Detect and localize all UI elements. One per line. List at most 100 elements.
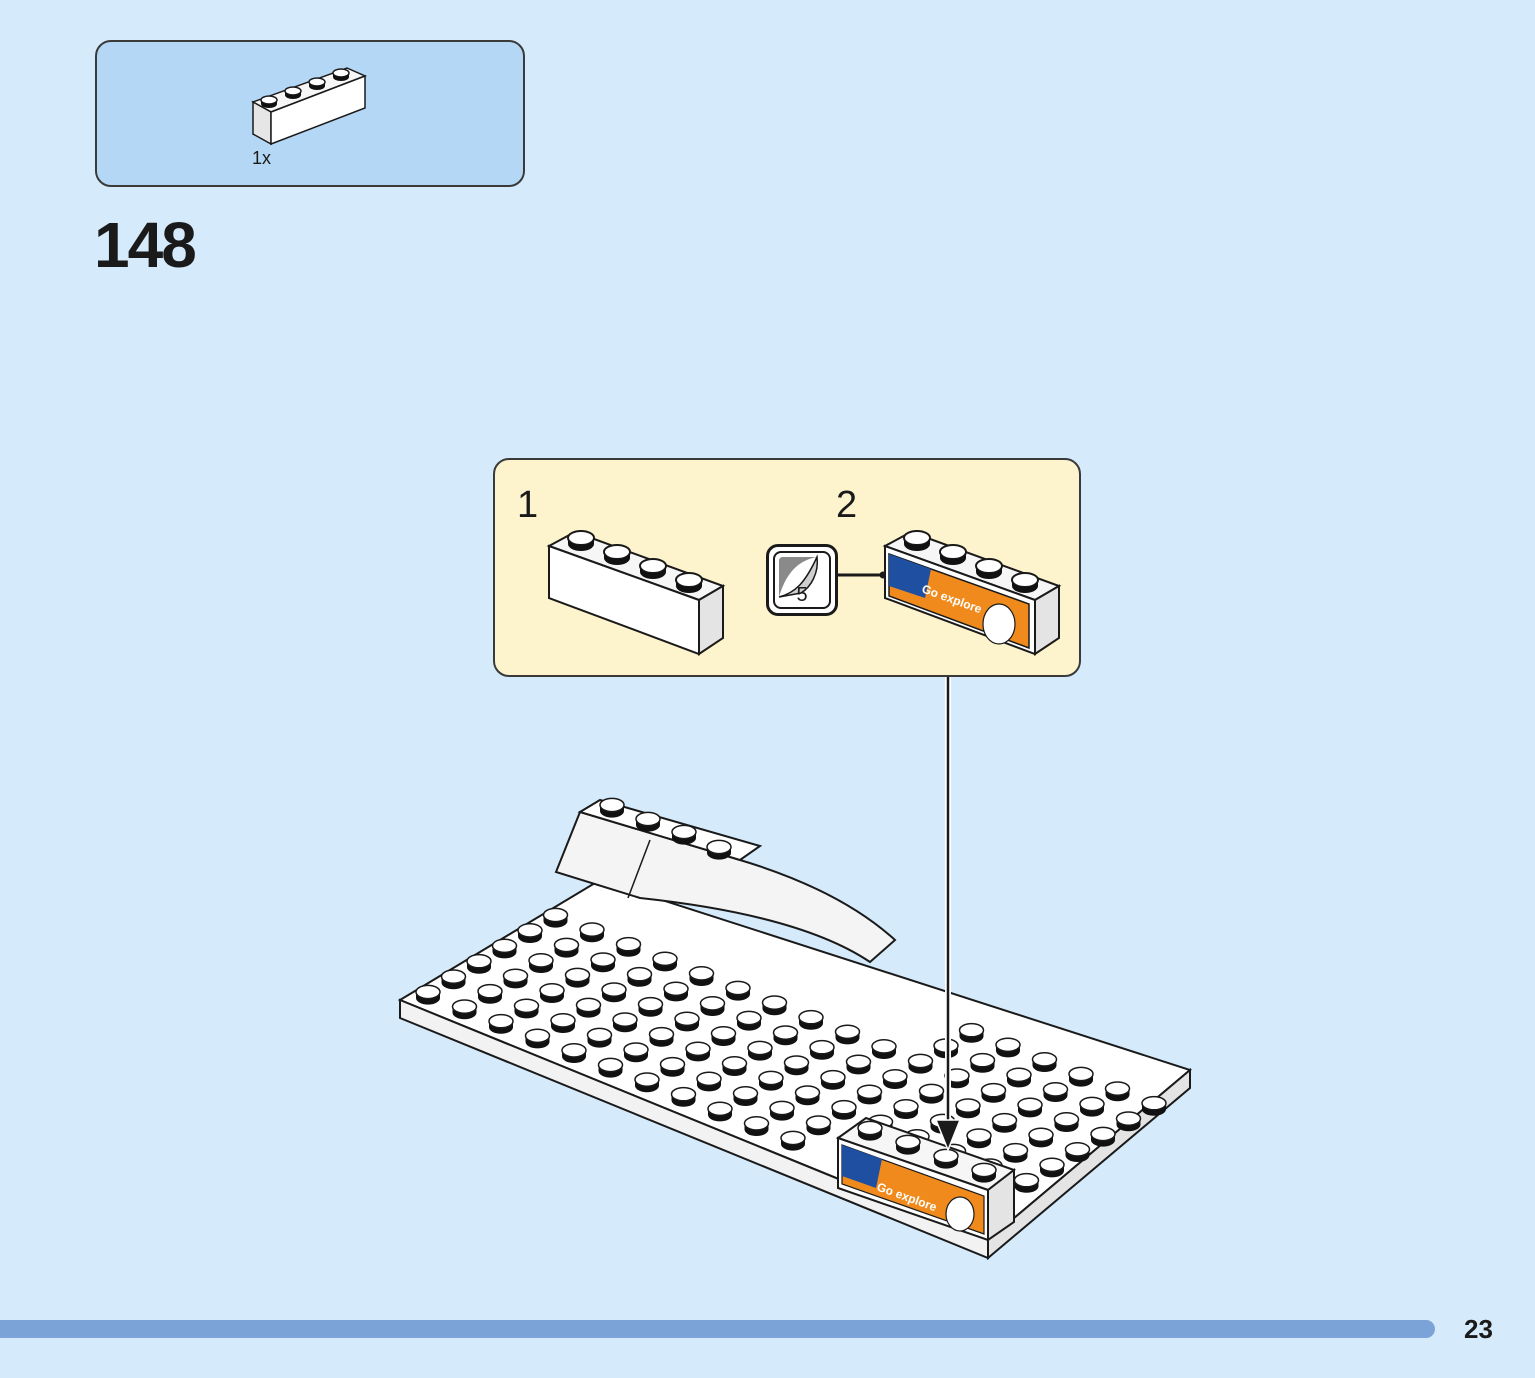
stud (564, 967, 591, 988)
stud (579, 922, 605, 943)
stud (871, 1039, 897, 1060)
stud (809, 1039, 835, 1060)
stud (626, 966, 653, 987)
stud (1013, 1172, 1040, 1193)
stud (991, 1112, 1018, 1133)
stud (958, 1022, 985, 1043)
stud (856, 1084, 883, 1105)
placement-arrow (934, 677, 962, 1153)
stud (758, 1070, 784, 1091)
sub-step-2-number: 2 (836, 484, 858, 526)
sticker-callout: 5 (766, 544, 838, 616)
slope-studs (599, 797, 732, 860)
stud (820, 1069, 846, 1090)
stud (652, 951, 678, 972)
stud (969, 1052, 996, 1073)
parts-list-box: 1x (95, 40, 525, 187)
stud (648, 1026, 675, 1047)
stud (674, 1011, 700, 1032)
stud (1090, 1126, 1116, 1147)
stud (637, 996, 664, 1017)
stud (831, 1099, 857, 1120)
stud (798, 1009, 824, 1030)
stud (743, 1116, 770, 1136)
stud (502, 968, 529, 989)
stud (601, 982, 627, 1003)
stud (732, 1086, 759, 1106)
stud (882, 1069, 908, 1090)
stud (528, 953, 554, 974)
stud (893, 1099, 919, 1119)
printed-brick-1x4-icon: Go explore (882, 530, 1062, 656)
stud (590, 952, 616, 973)
stud (466, 953, 492, 974)
stud (524, 1028, 551, 1049)
stud (663, 981, 689, 1002)
sub-assembly-box: 1 2 5 (493, 458, 1081, 677)
stud (1115, 1111, 1142, 1132)
stud (634, 1072, 660, 1093)
stud (857, 1120, 883, 1141)
stud (575, 997, 602, 1018)
stud (710, 1026, 737, 1047)
stud (980, 1082, 1007, 1103)
stud (971, 1162, 997, 1183)
stud (539, 983, 565, 1004)
stud (488, 1013, 514, 1034)
stud (635, 811, 661, 832)
stud (597, 1057, 624, 1078)
curved-slope-brick (554, 798, 897, 964)
stud (721, 1056, 748, 1076)
stud (1028, 1127, 1054, 1148)
stud (834, 1024, 861, 1045)
stud (612, 1012, 638, 1033)
stud (671, 824, 697, 845)
stud (615, 936, 642, 957)
stud (491, 938, 518, 959)
stud (696, 1071, 722, 1092)
stud (415, 984, 441, 1005)
stud (845, 1054, 872, 1075)
stud (918, 1083, 945, 1104)
stud (783, 1055, 810, 1076)
stud (1068, 1066, 1094, 1087)
stud (707, 1101, 733, 1122)
stud (451, 999, 478, 1020)
white-brick-1x4-icon (546, 530, 726, 656)
stud (586, 1027, 613, 1048)
stud (747, 1040, 773, 1061)
placed-brick-studs (857, 1120, 997, 1183)
stud (966, 1128, 992, 1149)
stud (477, 983, 503, 1004)
stud (772, 1025, 799, 1046)
stud (805, 1115, 832, 1136)
stud (794, 1085, 821, 1106)
stud (736, 1010, 762, 1031)
stud (1006, 1067, 1032, 1088)
stud (1002, 1142, 1029, 1163)
stud (955, 1098, 981, 1119)
part-quantity: 1x (252, 148, 272, 168)
stud (769, 1100, 795, 1121)
stud (1141, 1095, 1167, 1116)
sticker-sheet-icon (773, 551, 831, 609)
stud (761, 995, 788, 1016)
stud (907, 1053, 934, 1074)
stud (1104, 1081, 1131, 1102)
sticker-number: 5 (796, 584, 808, 606)
placed-printed-brick (835, 1116, 1017, 1242)
stud (440, 969, 467, 990)
stud (706, 839, 732, 860)
stud (1031, 1052, 1058, 1073)
stud (1017, 1097, 1043, 1118)
stud (561, 1043, 587, 1063)
stud (550, 1013, 576, 1034)
stud (513, 998, 540, 1019)
stud (670, 1086, 697, 1107)
footer-progress-bar (0, 1320, 1435, 1338)
stud (725, 980, 751, 1001)
stud (517, 923, 543, 944)
stud (1042, 1082, 1069, 1103)
stud (780, 1130, 806, 1151)
